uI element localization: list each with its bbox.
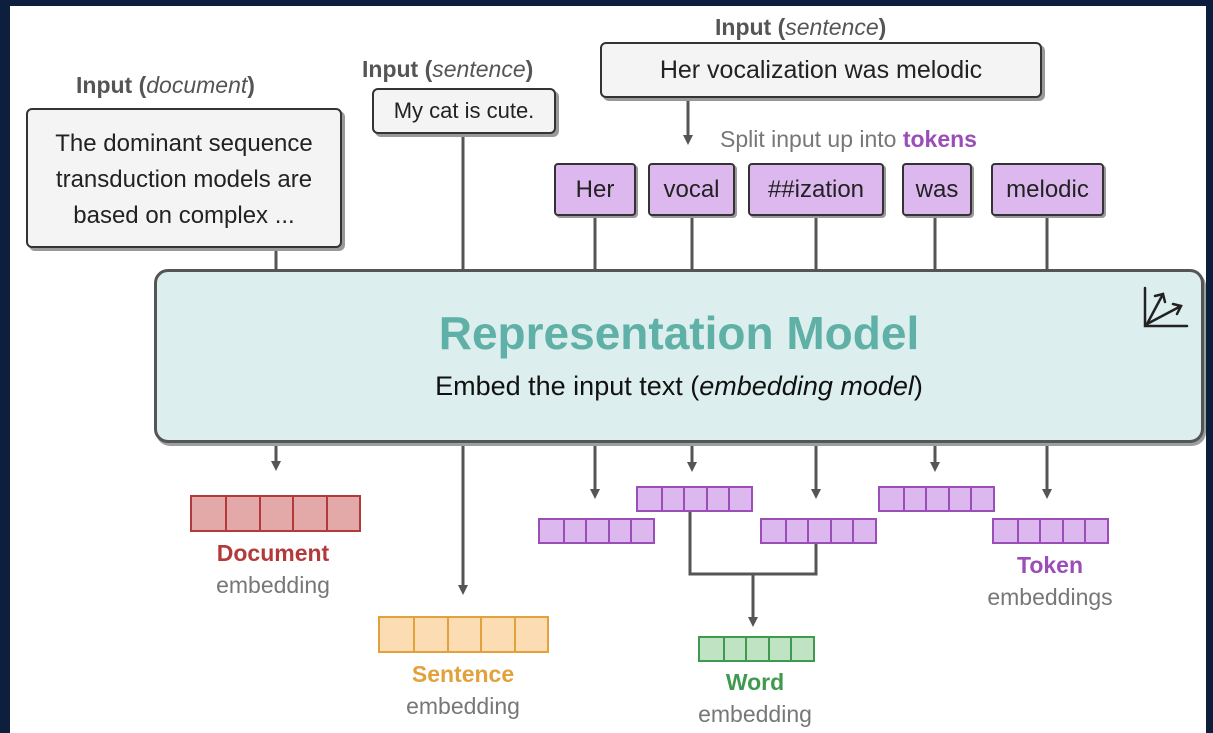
- embedding-cell: [784, 520, 808, 542]
- embedding-cell: [585, 520, 608, 542]
- split-caption-highlight: tokens: [902, 126, 977, 152]
- embedding-cell: [1016, 520, 1040, 542]
- document-input-line: transduction models are: [55, 166, 313, 193]
- token-embeddings-title: Token: [1016, 552, 1084, 578]
- document-input-line: The dominant sequence: [55, 130, 313, 157]
- embedding-cell: [1084, 520, 1107, 542]
- representation-model-box: Representation Model Embed the input tex…: [154, 269, 1204, 443]
- embedding-cell: [790, 638, 813, 660]
- embedding-cell: [745, 638, 768, 660]
- document-input-header: Input (document): [76, 72, 255, 98]
- embedding-cell: [880, 488, 903, 510]
- embedding-cell: [540, 520, 563, 542]
- embedding-cell: [970, 488, 993, 510]
- embedding-cell: [258, 497, 292, 530]
- document-input-label: Input: [76, 72, 133, 98]
- top-edge-strip: [10, 0, 1206, 6]
- document-input-line: based on complex ...: [73, 202, 295, 229]
- embedding-cell: [607, 520, 631, 542]
- document-embedding-subtitle: embedding: [216, 572, 330, 598]
- embedding-cell: [994, 520, 1017, 542]
- document-embedding-label: Document embedding: [188, 537, 358, 601]
- embedding-cell: [925, 488, 948, 510]
- embedding-cell: [225, 497, 258, 530]
- diagram-canvas: Input (document) The dominant sequence t…: [10, 0, 1206, 733]
- embedding-cell: [728, 488, 751, 510]
- sentence-input-text: My cat is cute.: [393, 98, 535, 123]
- document-embedding-title: Document: [216, 540, 330, 566]
- embedding-cell: [446, 618, 480, 651]
- token-embeddings-subtitle: embeddings: [987, 584, 1113, 610]
- vector-axes-icon: [1143, 286, 1189, 328]
- embedding-cell: [513, 618, 547, 651]
- sentence-input-box: My cat is cute.: [372, 88, 556, 134]
- embedding-cell: [947, 488, 971, 510]
- token-embedding-vocal: [636, 486, 753, 512]
- embedding-cell: [705, 488, 729, 510]
- embedding-cell: [1039, 520, 1062, 542]
- token-embedding-melodic: [992, 518, 1109, 544]
- sentence-embedding-label: Sentence embedding: [378, 658, 548, 722]
- token-input-label: Input: [715, 14, 772, 40]
- word-embedding-label: Word embedding: [670, 666, 840, 730]
- embedding-cell: [630, 520, 653, 542]
- embedding-cell: [700, 638, 723, 660]
- sentence-input-header: Input (sentence): [362, 56, 534, 82]
- token-input-text: Her vocalization was melodic: [659, 56, 983, 84]
- split-caption: Split input up into tokens: [720, 126, 977, 153]
- model-subtitle-suffix: ): [913, 371, 923, 401]
- embedding-cell: [562, 520, 586, 542]
- embedding-cell: [660, 488, 684, 510]
- embedding-cell: [480, 618, 513, 651]
- sentence-embedding-title: Sentence: [411, 661, 515, 687]
- sentence-embedding-subtitle: embedding: [406, 693, 520, 719]
- token-input-header: Input (sentence): [715, 14, 887, 40]
- embedding-cell: [807, 520, 830, 542]
- document-embedding-vector: [190, 495, 361, 532]
- document-input-kind: document: [146, 72, 248, 98]
- sentence-input-label: Input: [362, 56, 419, 82]
- token-box: vocal: [648, 163, 735, 216]
- connector-layer: [271, 98, 1052, 627]
- token-box: melodic: [991, 163, 1104, 216]
- token-embedding-her: [538, 518, 655, 544]
- token-box: Her: [554, 163, 636, 216]
- token-embeddings-label: Token embeddings: [960, 549, 1140, 613]
- model-title: Representation Model: [438, 307, 920, 359]
- embedding-cell: [902, 488, 926, 510]
- embedding-cell: [325, 497, 359, 530]
- embedding-cell: [852, 520, 875, 542]
- embedding-cell: [638, 488, 661, 510]
- word-embedding-vector: [698, 636, 815, 662]
- token-embedding-was: [878, 486, 995, 512]
- sentence-embedding-vector: [378, 616, 549, 653]
- token-box: ##ization: [748, 163, 884, 216]
- token-box: was: [902, 163, 972, 216]
- embedding-cell: [829, 520, 853, 542]
- token-input-kind: sentence: [785, 14, 879, 40]
- embedding-cell: [683, 488, 706, 510]
- embedding-cell: [762, 520, 785, 542]
- embedding-cell: [722, 638, 746, 660]
- embedding-cell: [292, 497, 325, 530]
- embedding-cell: [413, 618, 446, 651]
- model-subtitle-prefix: Embed the input text (: [435, 371, 700, 401]
- model-subtitle-emphasis: embedding model: [699, 371, 914, 401]
- model-subtitle: Embed the input text (embedding model): [157, 371, 1201, 402]
- word-embedding-title: Word: [725, 669, 785, 695]
- document-input-box: The dominant sequence transduction model…: [26, 108, 342, 248]
- embedding-cell: [767, 638, 791, 660]
- sentence-input-kind: sentence: [432, 56, 526, 82]
- embedding-cell: [380, 618, 413, 651]
- embedding-cell: [1061, 520, 1085, 542]
- token-input-box: Her vocalization was melodic: [600, 42, 1042, 98]
- split-caption-text: Split input up into: [720, 126, 897, 152]
- word-embedding-subtitle: embedding: [698, 701, 812, 727]
- embedding-cell: [192, 497, 225, 530]
- token-embedding-ization: [760, 518, 877, 544]
